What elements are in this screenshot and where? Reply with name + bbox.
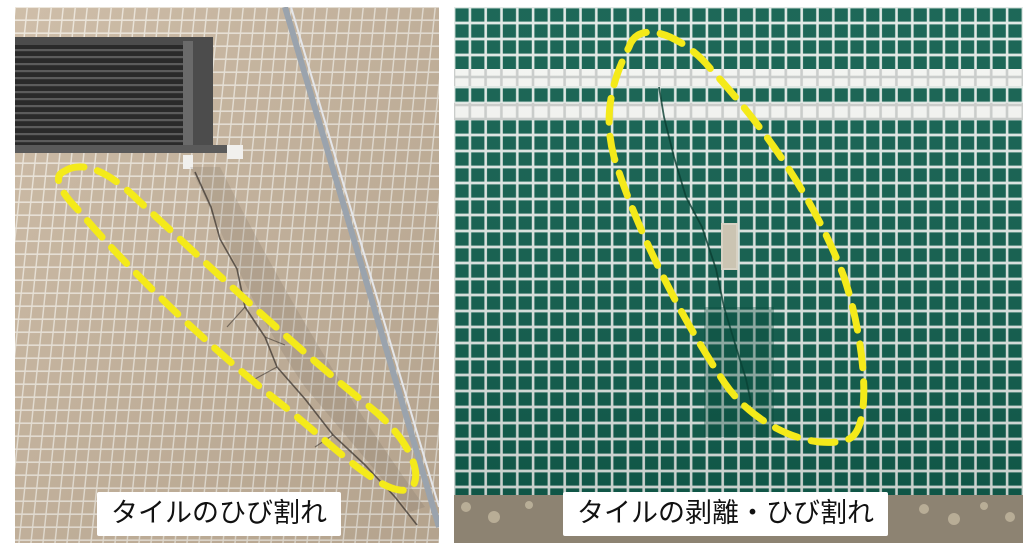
photo-right-tile-detach-crack xyxy=(454,7,1023,543)
highlight-outline-right xyxy=(605,28,868,446)
caption-tile-crack: タイルのひび割れ xyxy=(97,492,341,536)
caption-tile-detach-crack: タイルの剥離・ひび割れ xyxy=(563,492,888,536)
photo-right-scene xyxy=(454,7,1023,543)
expansion-joint xyxy=(282,7,439,528)
photo-left-scene xyxy=(15,7,439,543)
crack-line xyxy=(194,171,418,526)
photo-left-tile-crack xyxy=(15,7,439,543)
crack-line xyxy=(658,86,753,408)
stain-area xyxy=(190,167,425,512)
window-louver xyxy=(15,45,191,147)
highlight-outline-left xyxy=(55,163,420,494)
